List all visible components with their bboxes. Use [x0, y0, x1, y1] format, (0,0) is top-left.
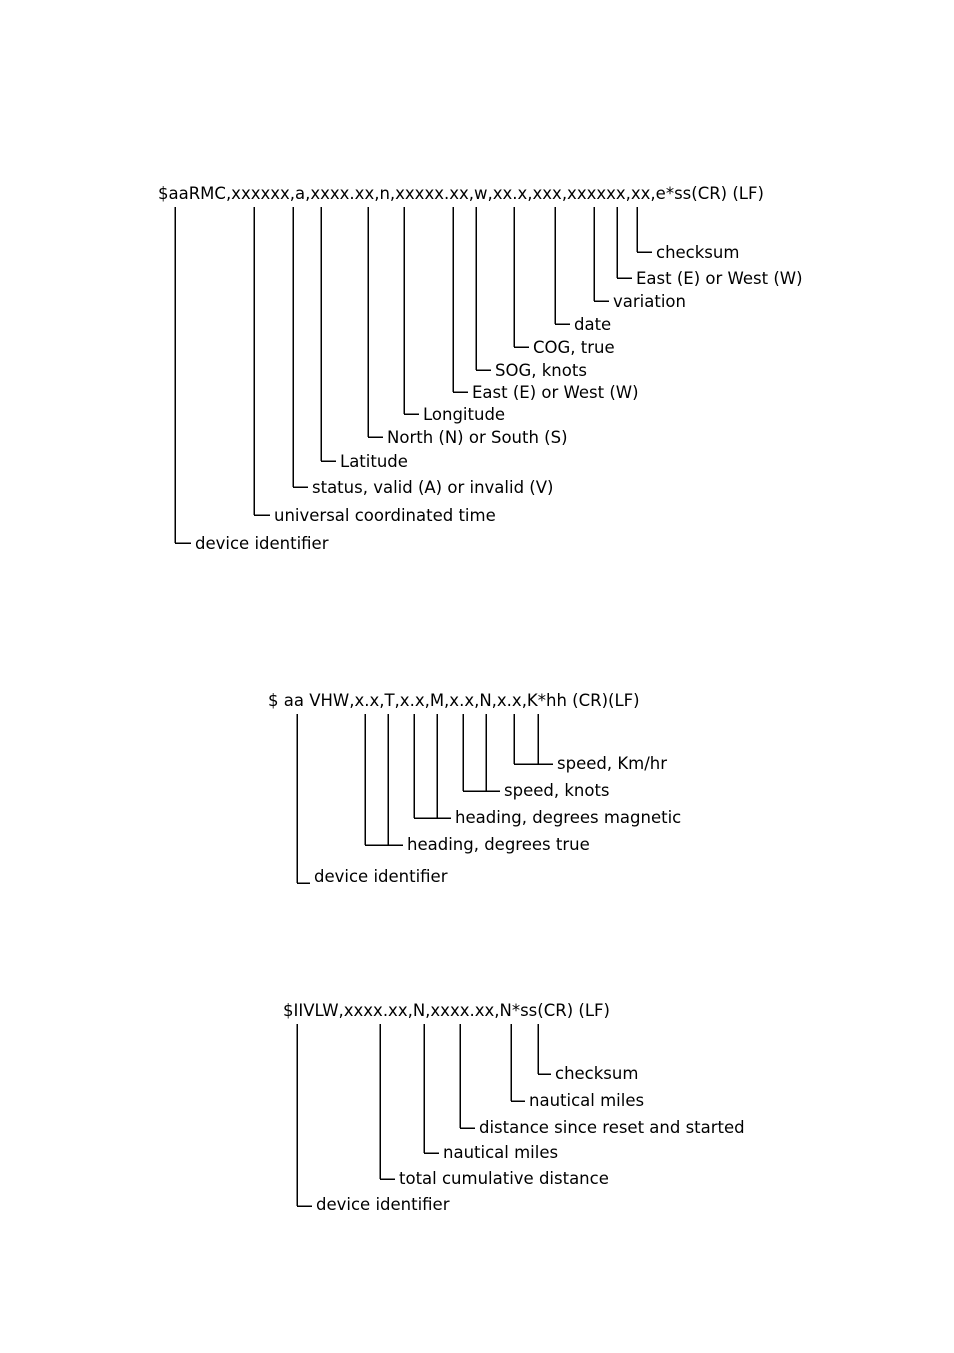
- field-label-device-identifier: device identifier: [314, 867, 448, 886]
- field-label-variation: variation: [613, 292, 686, 311]
- field-label-checksum: checksum: [555, 1064, 638, 1083]
- vhw-field-labels: speed, Km/hr speed, knots heading, degre…: [314, 754, 681, 886]
- field-label-checksum: checksum: [656, 243, 739, 262]
- field-label-longitude: Longitude: [423, 405, 505, 424]
- vhw-diagram: $ aa VHW,x.x,T,x.x,M,x.x,N,x.x,K*hh (CR)…: [268, 691, 681, 886]
- field-label-utc: universal coordinated time: [274, 506, 496, 525]
- rmc-field-labels: checksum East (E) or West (W) variation …: [195, 243, 803, 553]
- field-label-device-identifier: device identifier: [195, 534, 329, 553]
- vhw-leader-lines: [296, 714, 553, 884]
- field-label-device-identifier: device identifier: [316, 1195, 450, 1214]
- field-label-heading-true: heading, degrees true: [407, 835, 590, 854]
- rmc-sentence: $aaRMC,xxxxxx,a,xxxx.xx,n,xxxxx.xx,w,xx.…: [158, 184, 764, 203]
- field-label-status: status, valid (A) or invalid (V): [312, 478, 553, 497]
- field-label-nautical-miles-total: nautical miles: [443, 1143, 558, 1162]
- rmc-diagram: $aaRMC,xxxxxx,a,xxxx.xx,n,xxxxx.xx,w,xx.…: [158, 184, 803, 553]
- field-label-heading-magnetic: heading, degrees magnetic: [455, 808, 681, 827]
- field-label-sog: SOG, knots: [495, 361, 587, 380]
- field-label-longitude-direction: East (E) or West (W): [472, 383, 639, 402]
- vlw-field-labels: checksum nautical miles distance since r…: [316, 1064, 745, 1214]
- field-label-total-distance: total cumulative distance: [399, 1169, 609, 1188]
- field-label-latitude: Latitude: [340, 452, 408, 471]
- field-label-date: date: [574, 315, 611, 334]
- field-label-distance-since-reset: distance since reset and started: [479, 1118, 745, 1137]
- field-label-latitude-direction: North (N) or South (S): [387, 428, 568, 447]
- field-label-nautical-miles-since-reset: nautical miles: [529, 1091, 644, 1110]
- field-label-speed-kmhr: speed, Km/hr: [557, 754, 667, 773]
- field-label-speed-knots: speed, knots: [504, 781, 610, 800]
- field-label-variation-direction: East (E) or West (W): [636, 269, 803, 288]
- vlw-leader-lines: [296, 1024, 551, 1207]
- vlw-sentence: $IIVLW,xxxx.xx,N,xxxx.xx,N*ss(CR) (LF): [283, 1001, 610, 1020]
- rmc-leader-lines: [174, 207, 652, 544]
- field-label-cog: COG, true: [533, 338, 615, 357]
- vlw-diagram: $IIVLW,xxxx.xx,N,xxxx.xx,N*ss(CR) (LF) c…: [283, 1001, 745, 1214]
- vhw-sentence: $ aa VHW,x.x,T,x.x,M,x.x,N,x.x,K*hh (CR)…: [268, 691, 640, 710]
